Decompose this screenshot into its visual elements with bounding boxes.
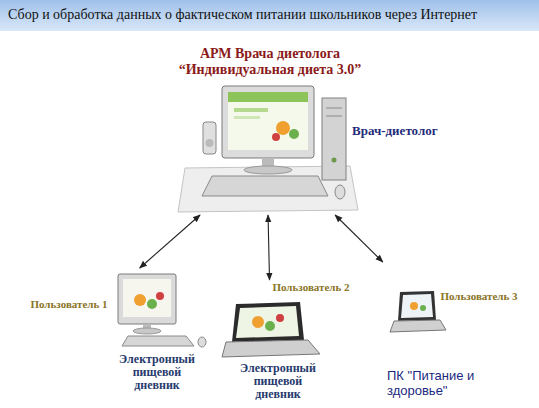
laptop-illustration bbox=[222, 302, 320, 357]
user-node: Пользователь 3 ПК "Питание и здоровье" bbox=[375, 262, 531, 400]
monitor-base bbox=[244, 166, 292, 174]
monitor-screen bbox=[123, 279, 171, 317]
monitor-screen bbox=[228, 92, 308, 150]
fruit-icon bbox=[272, 133, 280, 141]
workstation-node: АРМ Врача диетолога “Индивидуальная диет… bbox=[150, 42, 455, 215]
desktop-illustration bbox=[118, 274, 206, 347]
laptop-lid bbox=[398, 291, 436, 321]
user-label: Пользователь 2 bbox=[272, 281, 350, 294]
bidirectional-arrow bbox=[268, 215, 269, 280]
bidirectional-arrow bbox=[335, 215, 383, 262]
fruit-icon bbox=[147, 299, 157, 309]
mouse bbox=[198, 337, 206, 347]
screen-line bbox=[234, 116, 260, 119]
laptop-screen bbox=[401, 294, 433, 318]
user-label: Пользователь 3 bbox=[440, 290, 518, 303]
role-label: Врач-диетолог bbox=[352, 123, 438, 138]
workstation-illustration bbox=[178, 86, 358, 212]
user-label: Пользователь 1 bbox=[30, 298, 108, 311]
fruit-icon bbox=[156, 292, 164, 300]
keyboard bbox=[202, 176, 328, 196]
fruit-icon bbox=[420, 305, 426, 311]
monitor-frame bbox=[222, 86, 314, 158]
workstation-heading: АРМ Врача диетолога “Индивидуальная диет… bbox=[155, 46, 385, 78]
fruit-icon bbox=[265, 321, 275, 331]
fruit-icon bbox=[276, 314, 284, 322]
user-node: Пользователь 1 Электронный пищевой дневни… bbox=[25, 268, 210, 402]
program-label: Электронный пищевой дневник bbox=[236, 362, 320, 401]
program-label: Электронный пищевой дневник bbox=[115, 353, 199, 392]
program-label: ПК "Питание и здоровье" bbox=[387, 368, 527, 398]
fruit-icon bbox=[134, 294, 146, 306]
monitor-base bbox=[133, 328, 161, 334]
fruit-icon bbox=[410, 302, 418, 310]
fruit-icon bbox=[289, 129, 299, 139]
power-led bbox=[332, 158, 337, 163]
laptop-base bbox=[222, 340, 320, 357]
speaker-cone bbox=[206, 139, 214, 147]
laptop-lid bbox=[232, 302, 304, 342]
fruit-icon bbox=[252, 316, 264, 328]
mouse bbox=[335, 185, 345, 199]
screen-line bbox=[234, 108, 268, 112]
drive-slot bbox=[326, 116, 342, 117]
monitor-frame bbox=[118, 274, 176, 324]
speaker bbox=[203, 122, 216, 154]
drive-slot bbox=[326, 108, 342, 109]
user-node: Пользователь 2 Электронный пищевой дневни… bbox=[222, 280, 354, 404]
laptop-base bbox=[390, 320, 446, 332]
screen-band bbox=[228, 92, 308, 102]
system-unit bbox=[322, 98, 346, 180]
fruit-icon bbox=[276, 121, 290, 135]
keyboard bbox=[122, 336, 194, 346]
laptop-screen bbox=[236, 306, 299, 338]
laptop-illustration bbox=[390, 291, 446, 332]
diagram-title: Сбор и обработка данных о фактическом пи… bbox=[8, 7, 477, 23]
bidirectional-arrow bbox=[140, 215, 200, 268]
